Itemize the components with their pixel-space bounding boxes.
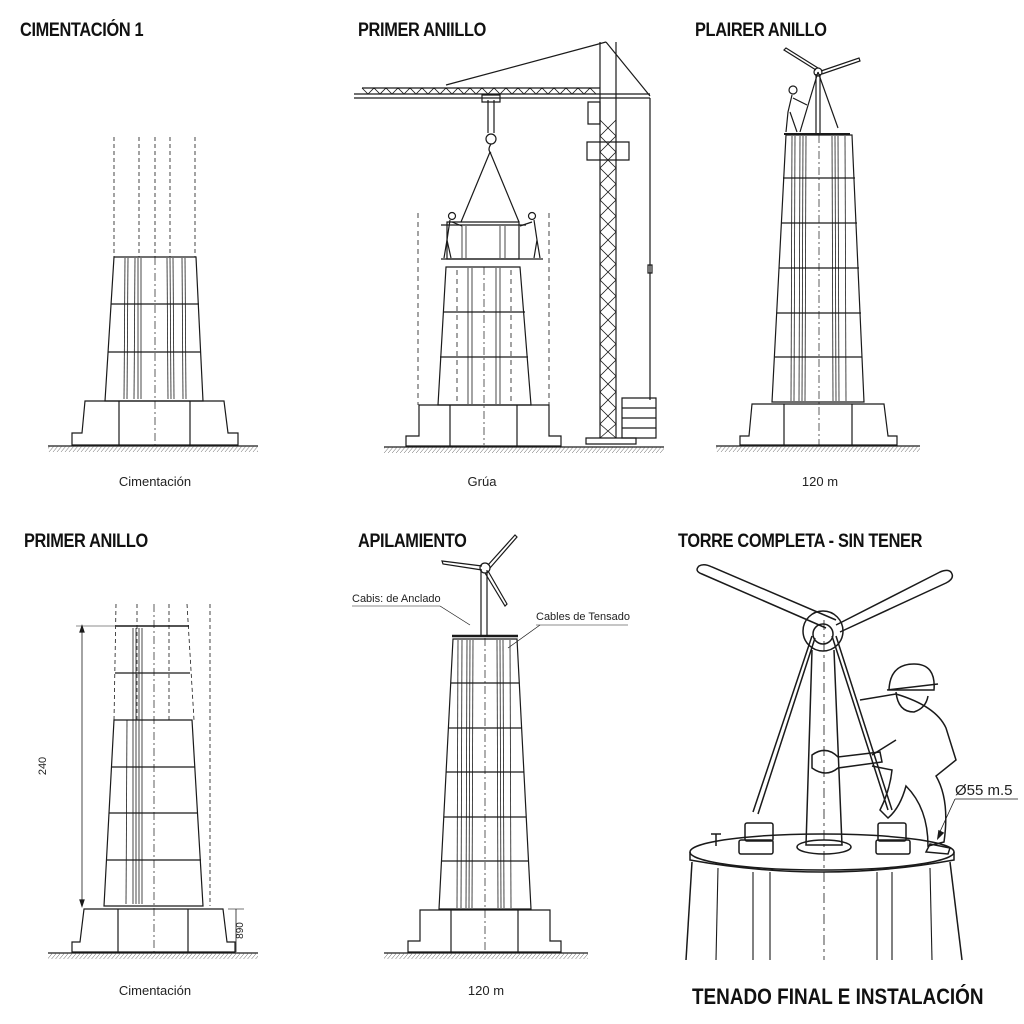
panel-1-caption: Cimentación — [118, 474, 192, 489]
guide-lines — [114, 137, 195, 257]
panel-5-caption: 120 m — [467, 983, 505, 998]
panel-6-title: TORRE COMPLETA - SIN TENER — [678, 531, 923, 552]
panel-2-crane-drawing — [354, 42, 664, 453]
blade-right-icon — [836, 570, 952, 632]
panel-1-foundation-drawing — [48, 137, 258, 452]
panel-3-tower-drawing — [716, 48, 920, 452]
panel-4-caption: Cimentación — [118, 983, 192, 998]
panel-2-caption: Grúa — [467, 474, 497, 489]
worker-right-icon — [520, 213, 540, 259]
worker-left-icon — [444, 213, 462, 259]
tendons — [124, 258, 186, 399]
panel-3-caption: 120 m — [801, 474, 839, 489]
panel-6-installation-drawing — [686, 565, 1018, 960]
panel-4-title: PRIMER ANILLO — [24, 531, 148, 552]
panel-2-title: PRIMER ANIILLO — [358, 20, 487, 41]
panel-5-stacking-drawing — [352, 535, 628, 959]
anchor-cables-label: Cabis: de Anclado — [352, 593, 441, 605]
tension-cables-label: Cables de Tensado — [536, 611, 630, 623]
diameter-label: Ø55 m.5 — [955, 782, 1013, 799]
blade-left-icon — [697, 565, 836, 628]
panel-4-dimension-drawing — [48, 604, 258, 959]
panel-5-title: APILAMIENTO — [358, 531, 467, 552]
panel-6-caption: TENADO FINAL E INSTALACIÓN — [692, 984, 984, 1009]
panel-3-title: PLAIRER ANILLO — [695, 20, 827, 41]
panel-1-title: CIMENTACIÓN 1 — [20, 20, 144, 41]
worker-installing-icon — [860, 664, 956, 854]
worker-top-icon — [786, 86, 807, 132]
